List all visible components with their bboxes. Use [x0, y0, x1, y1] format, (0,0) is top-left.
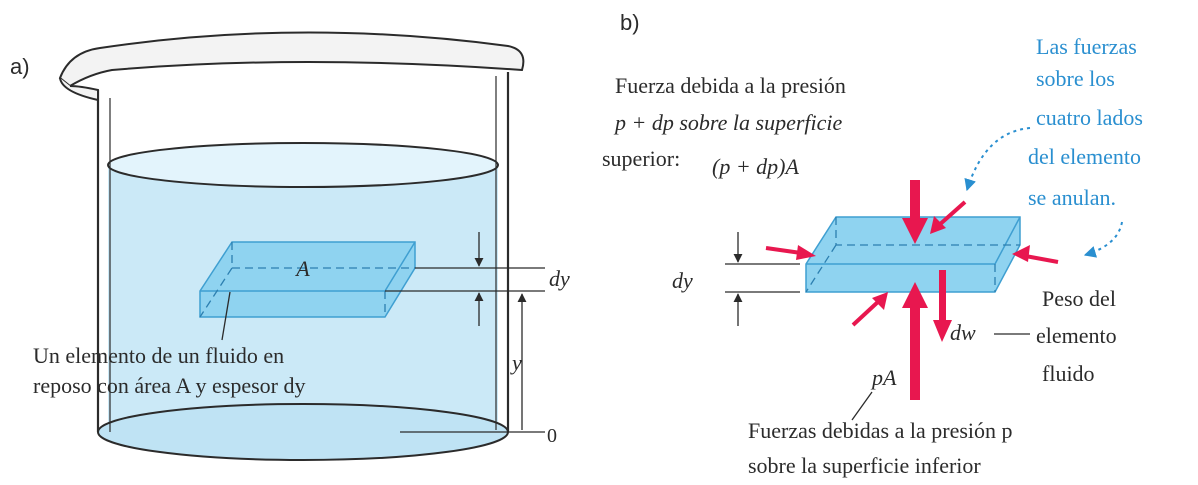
caption-a-line2: reposo con área A y espesor dy — [33, 373, 305, 398]
side-note-line3: cuatro lados — [1036, 105, 1143, 130]
y-label: y — [510, 350, 522, 375]
side-note-line2: sobre los — [1036, 66, 1115, 91]
beaker-spout — [59, 77, 99, 102]
top-force-arrow-shaft — [910, 180, 920, 220]
weight-line2: elemento — [1036, 323, 1117, 348]
water-surface — [107, 142, 499, 188]
weight-arrow-shaft — [939, 270, 946, 322]
top-force-line3: superior: — [602, 146, 680, 171]
dy-label-a: dy — [549, 266, 570, 291]
beaker-rim — [58, 31, 525, 88]
lower-left-force-arrow — [851, 298, 882, 327]
weight-line1: Peso del — [1042, 286, 1116, 311]
top-force-arrow-head — [902, 218, 928, 244]
weight-line3: fluido — [1042, 361, 1095, 386]
note-pointer-upper — [964, 127, 1031, 192]
dy-label-b: dy — [672, 268, 693, 293]
bottom-force-arrow-head — [902, 282, 928, 308]
fluid-element-b — [805, 216, 1021, 293]
top-force-line2: p + dp sobre la superficie — [613, 110, 843, 135]
side-note-line5: se anulan. — [1028, 185, 1116, 210]
pA-label: pA — [870, 365, 897, 390]
top-force-line1: Fuerza debida a la presión — [615, 73, 846, 98]
note-pointer-lower — [1083, 221, 1123, 258]
side-note-line4: del elemento — [1028, 144, 1141, 169]
bottom-force-line1: Fuerzas debidas a la presión p — [748, 418, 1013, 443]
side-note-line1: Las fuerzas — [1036, 34, 1137, 59]
force-arrows — [902, 180, 928, 400]
upper-right-force-arrow — [936, 200, 967, 228]
panel-b-label: b) — [620, 10, 640, 35]
dw-label: dw — [950, 320, 976, 345]
zero-label: 0 — [547, 425, 557, 447]
bottom-force-line2: sobre la superficie inferior — [748, 453, 981, 478]
top-force-expr: (p + dp)A — [712, 154, 799, 179]
weight-arrow-head — [933, 320, 952, 342]
bottom-force-arrow-shaft — [910, 305, 920, 400]
element-area-label: A — [294, 256, 310, 281]
panel-a-label: a) — [10, 54, 30, 79]
caption-a-line1: Un elemento de un fluido en — [33, 343, 284, 368]
